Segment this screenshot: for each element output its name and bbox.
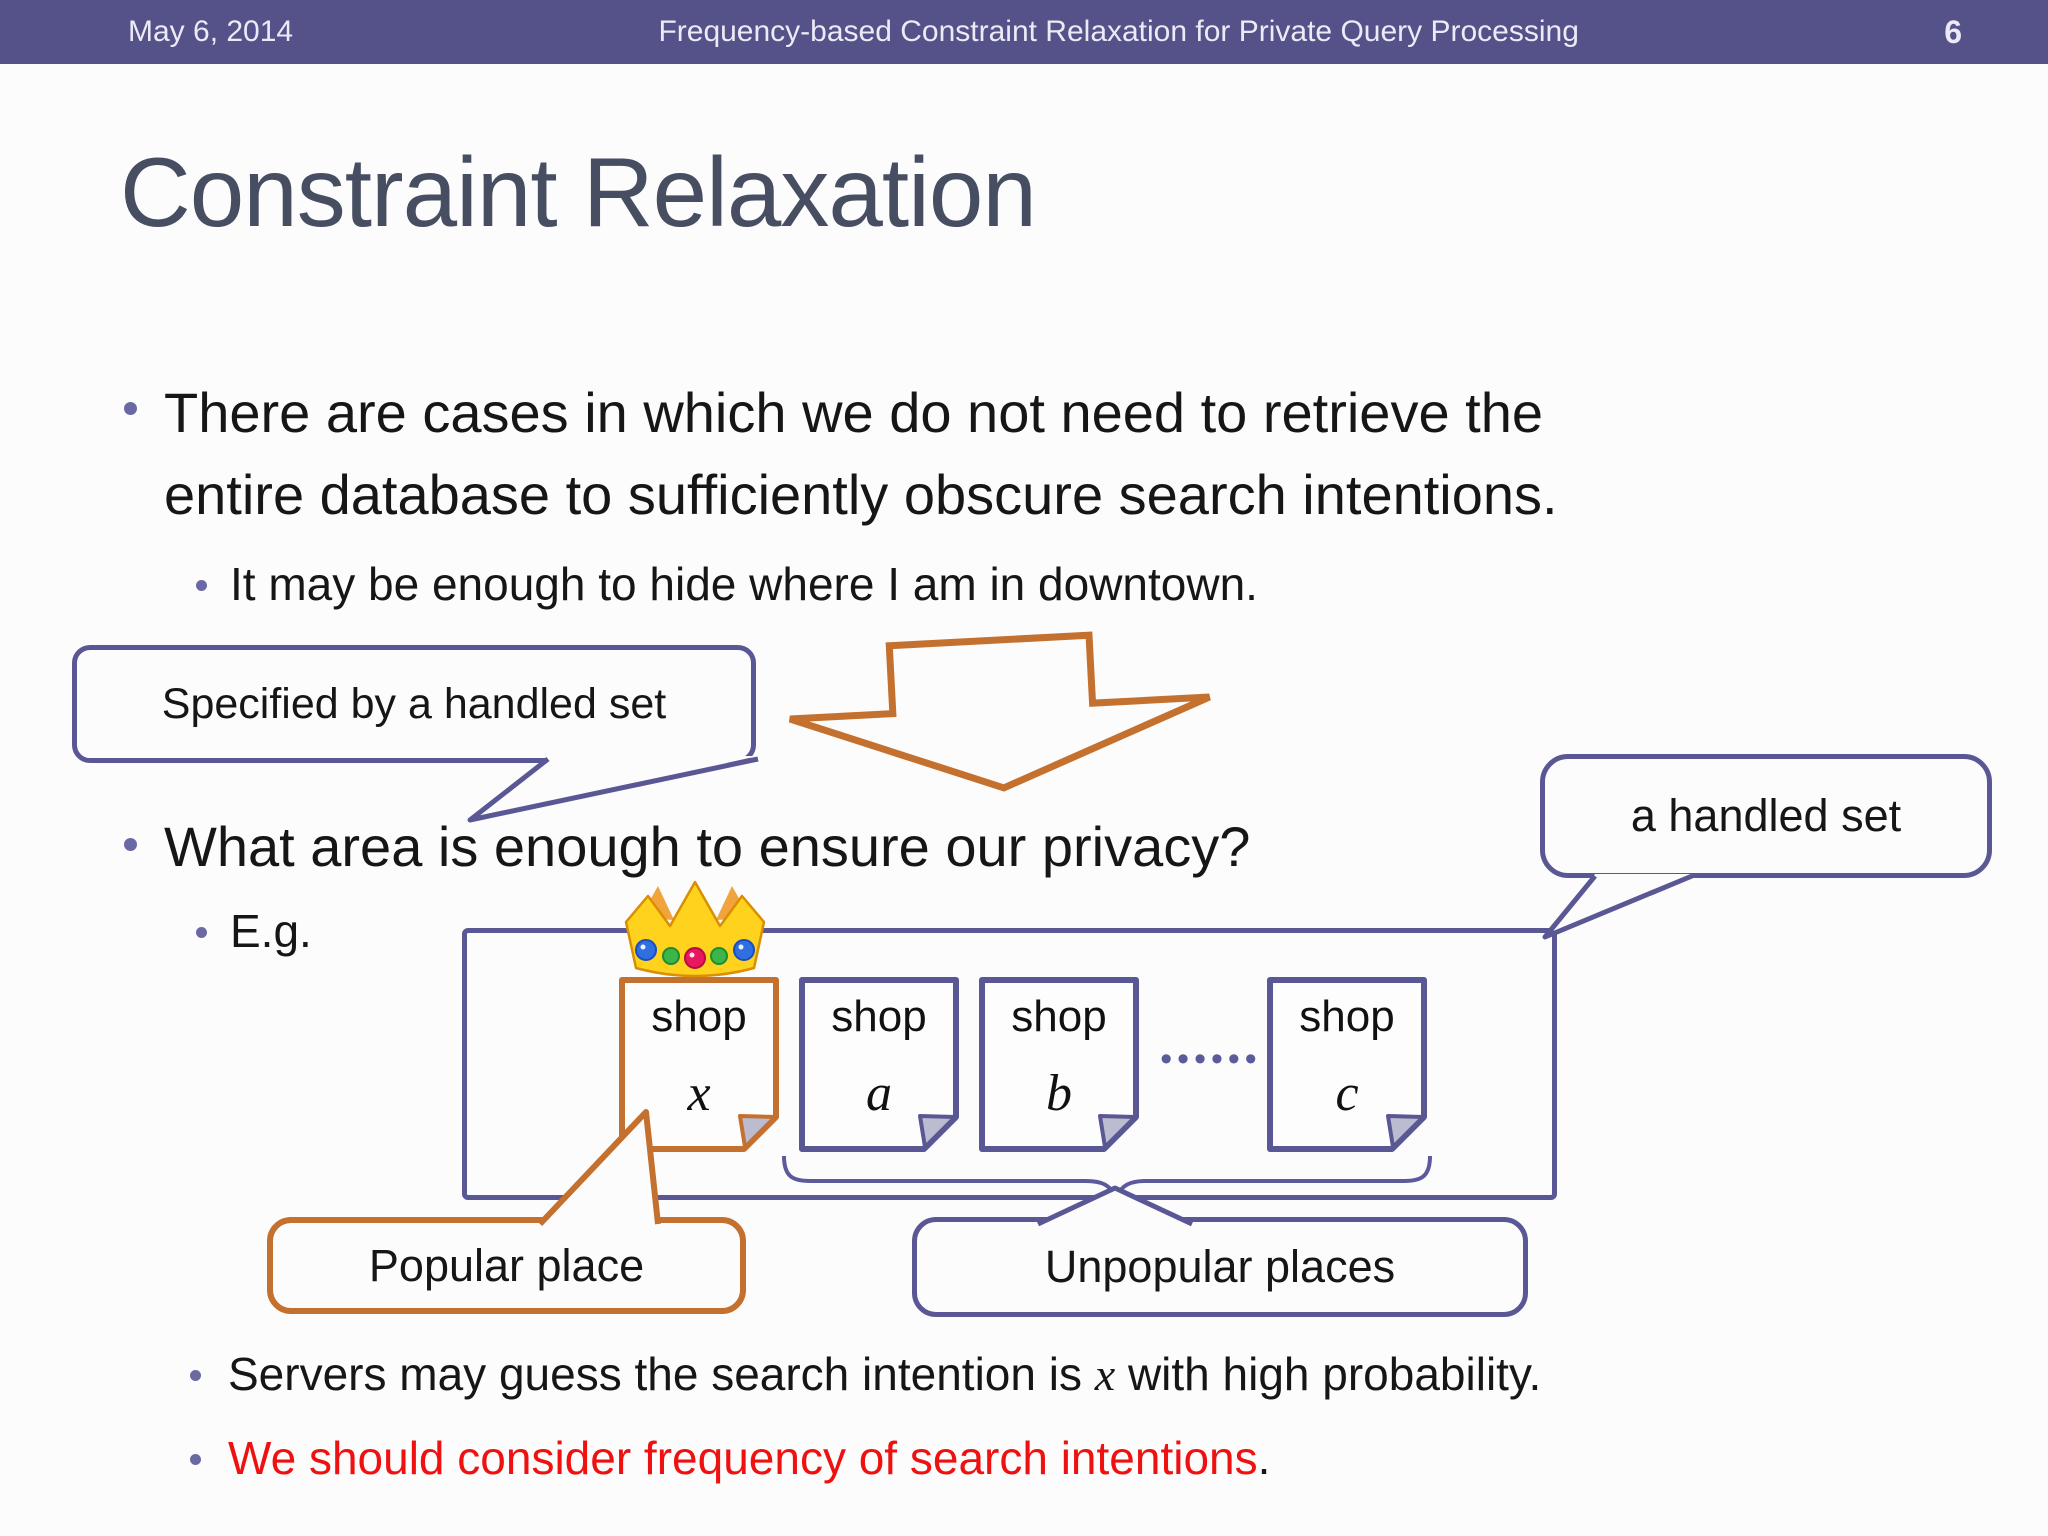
bullet-3-post: with high probability. bbox=[1115, 1348, 1542, 1400]
shop-word: shop bbox=[831, 992, 927, 1041]
bullet-1-line-2: entire database to sufficiently obscure … bbox=[164, 463, 1558, 526]
callout-handled-tail-stroke bbox=[1542, 873, 1693, 940]
callout-unpopular-places: Unpopular places bbox=[912, 1217, 1528, 1317]
callout-a-handled-set: a handled set bbox=[1540, 754, 1992, 878]
bullet-3-pre: Servers may guess the search intention i… bbox=[228, 1348, 1095, 1400]
shop-letter: x bbox=[687, 1065, 711, 1122]
sub-bullet-2: E.g. bbox=[230, 905, 312, 957]
shop-letter: a bbox=[866, 1065, 892, 1122]
bullet-4-red-text: We should consider frequency of search i… bbox=[228, 1432, 1258, 1484]
callout-popular-place: Popular place bbox=[267, 1217, 746, 1314]
bullet-2: What area is enough to ensure our privac… bbox=[164, 815, 1251, 878]
ellipsis-dots: •••••• bbox=[1160, 1040, 1262, 1078]
bullet-4-period: . bbox=[1257, 1432, 1271, 1484]
shop-b-box: shop b bbox=[978, 976, 1140, 1153]
bullet-3: Servers may guess the search intention i… bbox=[228, 1346, 1541, 1403]
callout-specified-label: Specified by a handled set bbox=[161, 679, 667, 728]
bullet-dot bbox=[124, 838, 137, 851]
down-arrow-shape bbox=[788, 631, 1211, 792]
shop-word: shop bbox=[1299, 992, 1395, 1041]
page-title: Constraint Relaxation bbox=[120, 137, 1037, 247]
bullet-dot bbox=[196, 580, 207, 591]
shop-c-box: shop c bbox=[1266, 976, 1428, 1153]
header-bar: May 6, 2014 Frequency-based Constraint R… bbox=[0, 0, 2048, 64]
header-title: Frequency-based Constraint Relaxation fo… bbox=[658, 15, 1579, 48]
sub-bullet-1: It may be enough to hide where I am in d… bbox=[230, 558, 1258, 610]
bullet-dot bbox=[190, 1454, 201, 1465]
page-shape bbox=[799, 977, 959, 1152]
bullet-1: There are cases in which we do not need … bbox=[164, 372, 1558, 536]
shop-a-box: shop a bbox=[798, 976, 960, 1153]
header-date: May 6, 2014 bbox=[128, 15, 294, 48]
callout-handled-label: a handled set bbox=[1630, 790, 1902, 841]
callout-popular-label: Popular place bbox=[368, 1239, 645, 1291]
shop-x-box: shop x bbox=[618, 976, 780, 1153]
page-number: 6 bbox=[1944, 13, 1962, 50]
page-shape bbox=[1267, 977, 1427, 1152]
shop-word: shop bbox=[651, 992, 747, 1041]
bullet-dot bbox=[124, 402, 137, 415]
page-shape bbox=[979, 977, 1139, 1152]
callout-handled-tail bbox=[1545, 874, 1692, 937]
bullet-dot bbox=[196, 927, 207, 938]
bullet-3-variable: x bbox=[1094, 1349, 1116, 1400]
bullet-dot bbox=[190, 1370, 201, 1381]
callout-unpopular-label: Unpopular places bbox=[1044, 1241, 1396, 1292]
shop-letter: c bbox=[1335, 1065, 1359, 1122]
shop-word: shop bbox=[1011, 992, 1107, 1041]
shop-letter: b bbox=[1046, 1065, 1072, 1122]
bullet-4: We should consider frequency of search i… bbox=[228, 1430, 1270, 1486]
callout-specified-by-handled-set: Specified by a handled set bbox=[72, 645, 756, 763]
bullet-1-line-1: There are cases in which we do not need … bbox=[164, 381, 1543, 444]
